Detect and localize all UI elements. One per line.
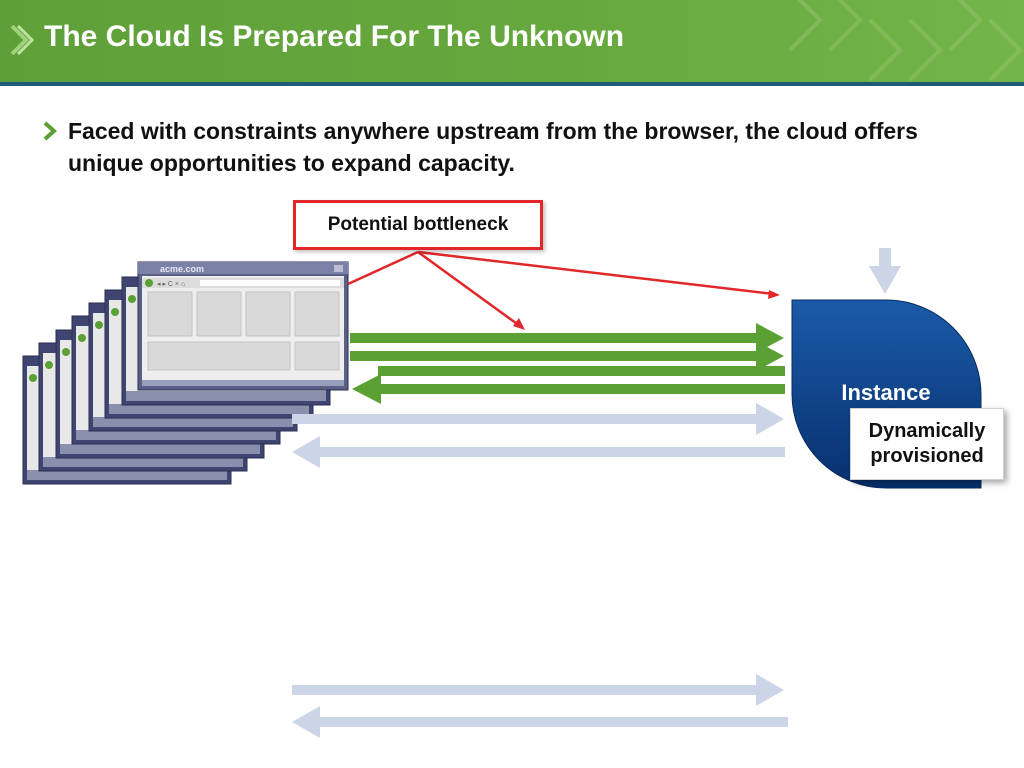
browser-back-icon xyxy=(145,279,153,287)
bullet-chevron-icon xyxy=(43,121,58,141)
browser-nav-icons: ◂ ▸ C × ⌂ xyxy=(157,281,185,288)
page-title: The Cloud Is Prepared For The Unknown xyxy=(44,20,625,53)
slide-header: The Cloud Is Prepared For The Unknown xyxy=(0,0,1024,82)
provisioned-line-2: provisioned xyxy=(870,445,984,467)
provisioned-line-1: Dynamically xyxy=(868,420,986,442)
header-chevron-pattern-icon xyxy=(788,0,1023,82)
bottleneck-pointers xyxy=(347,250,780,330)
bottleneck-callout: Potential bottleneck xyxy=(293,200,543,250)
header-divider xyxy=(0,82,1024,86)
browser-url: acme.com xyxy=(160,264,204,274)
browser-window-front: acme.com ◂ ▸ C × ⌂ xyxy=(137,261,349,391)
incoming-arrow-icon xyxy=(869,248,901,294)
light-flow-arrows-upper xyxy=(292,403,785,468)
green-flow-arrows xyxy=(350,323,785,404)
instance-label: Instance xyxy=(841,380,931,405)
bullet-text: Faced with constraints anywhere upstream… xyxy=(68,118,918,176)
provisioned-callout: Dynamically provisioned xyxy=(850,408,1004,480)
light-flow-arrows-lower xyxy=(292,674,788,738)
header-chevron-icon xyxy=(10,24,34,56)
